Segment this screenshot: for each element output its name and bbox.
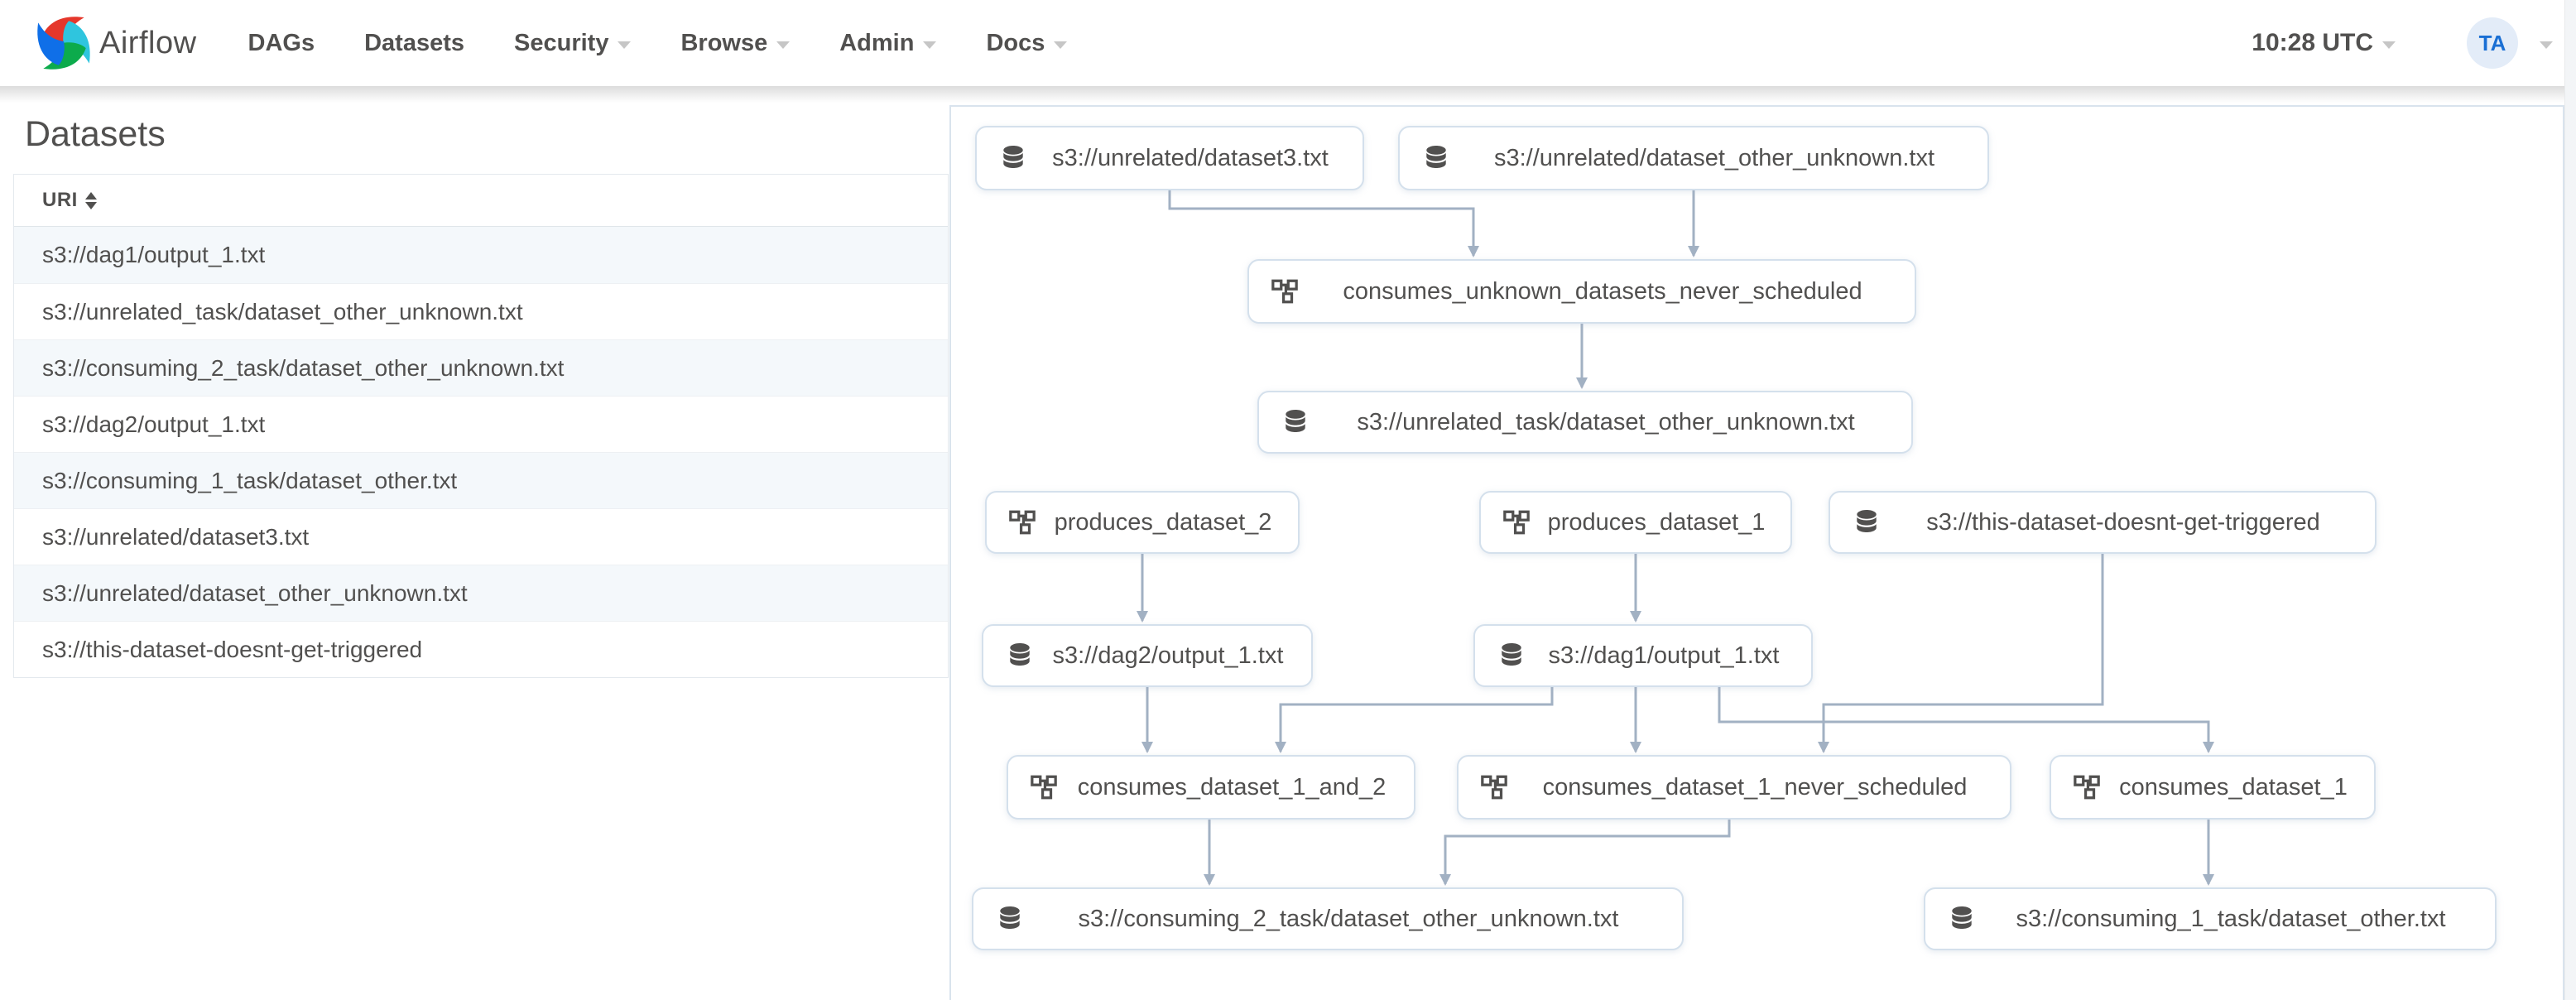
dataset-uri[interactable]: s3://dag1/output_1.txt [42,242,266,267]
dataset-uri[interactable]: s3://dag2/output_1.txt [42,411,266,437]
graph-node-produces-dataset-2[interactable]: produces_dataset_2 [985,491,1300,554]
navbar-shadow [0,86,2576,103]
chevron-down-icon [923,41,937,49]
dag-icon [1271,277,1299,305]
nav-item-admin[interactable]: Admin [839,29,937,57]
nav-item-browse[interactable]: Browse [680,29,791,57]
dag-icon [1030,773,1058,801]
chevron-down-icon[interactable] [2540,41,2553,49]
graph-node-consuming-2-task-dataset-other-unknown[interactable]: s3://consuming_2_task/dataset_other_unkn… [972,887,1684,950]
graph-node-label: produces_dataset_1 [1547,508,1766,536]
graph-node-label: produces_dataset_2 [1054,508,1272,536]
graph-node-label: s3://consuming_1_task/dataset_other.txt [2016,905,2446,932]
table-row[interactable]: s3://consuming_2_task/dataset_other_unkn… [14,339,948,396]
chevron-down-icon[interactable] [2382,41,2396,49]
datasets-table: URI s3://dag1/output_1.txt s3://unrelated… [13,174,949,678]
airflow-logo-icon [37,17,90,70]
graph-node-label: consumes_unknown_datasets_never_schedule… [1343,277,1862,305]
graph-node-consumes-dataset-1[interactable]: consumes_dataset_1 [2050,755,2376,820]
dag-icon [1008,508,1036,536]
dataset-uri[interactable]: s3://unrelated_task/dataset_other_unknow… [42,298,523,325]
table-row[interactable]: s3://unrelated/dataset3.txt [14,508,948,565]
column-header-uri[interactable]: URI [42,189,78,211]
avatar[interactable]: TA [2467,17,2518,69]
clock[interactable]: 10:28 UTC [2252,29,2373,56]
graph-node-label: s3://consuming_2_task/dataset_other_unkn… [1078,905,1619,932]
chevron-down-icon [618,41,632,49]
database-icon [998,143,1028,173]
graph-node-consumes-dataset-1-and-2[interactable]: consumes_dataset_1_and_2 [1007,755,1415,820]
graph-node-unrelated-dataset-other-unknown[interactable]: s3://unrelated/dataset_other_unknown.txt [1398,126,1989,190]
nav-item-label: Docs [986,29,1045,56]
table-row[interactable]: s3://unrelated/dataset_other_unknown.txt [14,565,948,621]
database-icon [1005,641,1035,671]
nav-item-label: DAGs [248,29,315,56]
navbar-right: 10:28 UTC TA [2252,17,2553,69]
nav-item-docs[interactable]: Docs [986,29,1068,57]
nav-item-security[interactable]: Security [514,29,632,57]
nav-item-label: Security [514,29,609,56]
dag-icon [2073,773,2101,801]
graph-node-label: s3://unrelated/dataset3.txt [1052,144,1329,171]
graph-node-label: s3://this-dataset-doesnt-get-triggered [1926,508,2320,536]
database-icon [1281,407,1310,437]
table-row[interactable]: s3://dag1/output_1.txt [14,227,948,283]
dataset-uri[interactable]: s3://consuming_2_task/dataset_other_unkn… [42,354,565,381]
graph-node-label: consumes_dataset_1 [2119,773,2348,800]
dataset-uri[interactable]: s3://this-dataset-doesnt-get-triggered [42,636,423,662]
database-icon [1852,507,1882,537]
airflow-brand[interactable]: Airflow [33,12,197,74]
graph-node-label: consumes_dataset_1_and_2 [1077,773,1387,800]
graph-node-dag1-output-1[interactable]: s3://dag1/output_1.txt [1473,624,1813,687]
chevron-down-icon [776,41,791,49]
graph-node-this-dataset-doesnt-get-triggered[interactable]: s3://this-dataset-doesnt-get-triggered [1829,491,2377,554]
graph-node-unrelated-dataset3[interactable]: s3://unrelated/dataset3.txt [975,126,1364,190]
dataset-uri[interactable]: s3://unrelated/dataset_other_unknown.txt [42,579,468,606]
dataset-uri[interactable]: s3://unrelated/dataset3.txt [42,523,310,550]
nav-item-label: Browse [680,29,768,56]
graph-node-label: consumes_dataset_1_never_scheduled [1542,773,1968,800]
database-icon [1421,143,1451,173]
nav-menu: DAGs Datasets Security Browse Admin Docs [248,30,1068,57]
graph-node-consumes-unknown-datasets-never-scheduled[interactable]: consumes_unknown_datasets_never_schedule… [1247,259,1916,324]
vertical-scrollbar[interactable] [2564,0,2576,1000]
graph-node-label: s3://unrelated/dataset_other_unknown.txt [1493,144,1935,171]
graph-node-label: s3://unrelated_task/dataset_other_unknow… [1357,408,1855,435]
brand-wordmark: Airflow [99,25,197,60]
table-row[interactable]: s3://dag2/output_1.txt [14,396,948,452]
table-header: URI [14,175,948,227]
database-icon [1497,641,1526,671]
sort-icon[interactable] [84,191,97,209]
page-title: Datasets [25,114,166,154]
dag-icon [1480,773,1508,801]
table-row[interactable]: s3://this-dataset-doesnt-get-triggered [14,621,948,677]
table-row[interactable]: s3://unrelated_task/dataset_other_unknow… [14,283,948,339]
dataset-uri[interactable]: s3://consuming_1_task/dataset_other.txt [42,467,458,493]
graph-node-produces-dataset-1[interactable]: produces_dataset_1 [1479,491,1792,554]
nav-item-datasets[interactable]: Datasets [364,30,464,57]
nav-item-dags[interactable]: DAGs [248,30,315,57]
nav-item-label: Admin [839,29,915,56]
database-icon [1947,904,1977,934]
database-icon [995,904,1025,934]
graph-node-unrelated-task-dataset-other-unknown[interactable]: s3://unrelated_task/dataset_other_unknow… [1257,391,1913,454]
graph-node-dag2-output-1[interactable]: s3://dag2/output_1.txt [982,624,1313,687]
graph-node-consuming-1-task-dataset-other[interactable]: s3://consuming_1_task/dataset_other.txt [1924,887,2497,950]
nav-item-label: Datasets [364,29,465,56]
table-row[interactable]: s3://consuming_1_task/dataset_other.txt [14,452,948,508]
graph-node-label: s3://dag1/output_1.txt [1548,642,1780,669]
graph-node-label: s3://dag2/output_1.txt [1052,642,1284,669]
table-body: s3://dag1/output_1.txt s3://unrelated_tas… [14,227,948,677]
graph-node-consumes-dataset-1-never-scheduled[interactable]: consumes_dataset_1_never_scheduled [1457,755,2011,820]
chevron-down-icon [1054,41,1068,49]
dag-icon [1502,508,1531,536]
